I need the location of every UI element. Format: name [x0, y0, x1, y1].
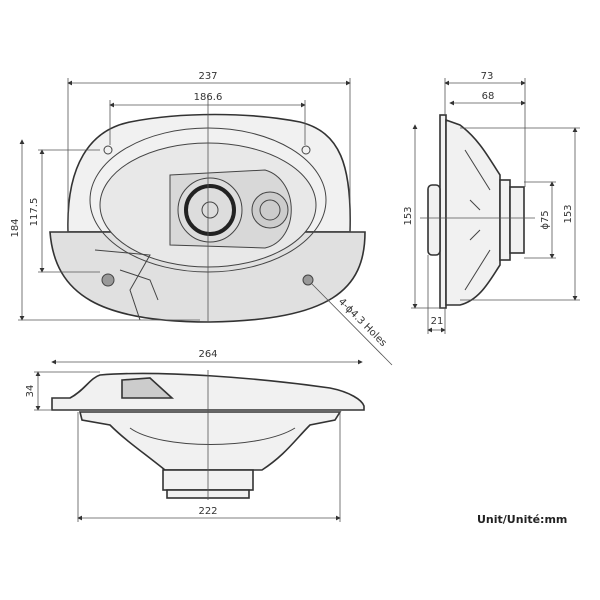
side-view: 73 68 153 153 ϕ75 21	[403, 71, 580, 334]
unit-label: Unit/Unité:mm	[477, 513, 567, 526]
dim-21: 21	[431, 316, 444, 327]
dim-222: 222	[198, 506, 217, 517]
dim-phi-75: ϕ75	[540, 210, 551, 229]
dim-153-left: 153	[403, 206, 414, 225]
dim-117-5: 117.5	[29, 198, 40, 227]
dim-68: 68	[482, 91, 495, 102]
dim-237: 237	[198, 71, 217, 82]
dim-153-right: 153	[563, 204, 574, 223]
holes-note: 4-ϕ4.3 Holes	[336, 296, 389, 349]
mount-hole	[101, 273, 115, 287]
dim-264: 264	[198, 349, 217, 360]
dim-34: 34	[25, 385, 36, 398]
dim-186-6: 186.6	[194, 92, 223, 103]
bottom-view: 264 34 222	[25, 349, 365, 522]
front-view: 237 186.6 184 117.5 4-ϕ4.3 Holes	[10, 71, 393, 366]
dim-184: 184	[10, 218, 21, 237]
mount-hole	[302, 274, 314, 286]
dim-73: 73	[481, 71, 494, 82]
